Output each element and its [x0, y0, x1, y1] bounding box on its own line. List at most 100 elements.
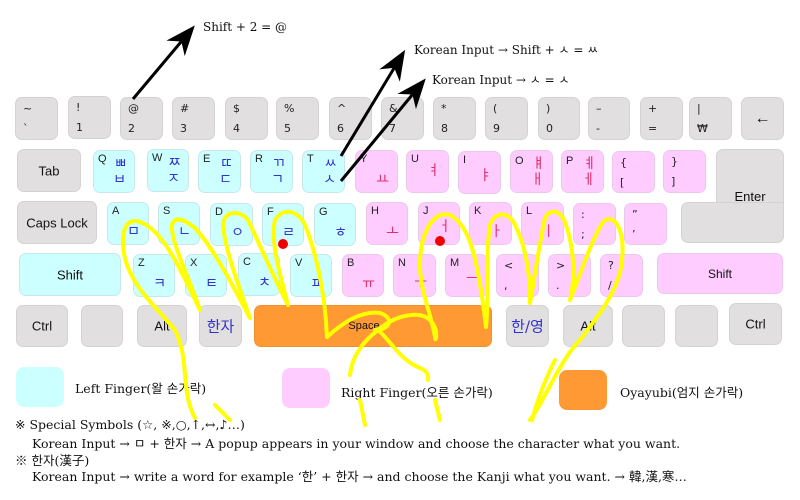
key-left-bracket[interactable]: {[	[612, 151, 655, 193]
key-blank-right-2[interactable]	[675, 305, 718, 347]
key-char: ;	[581, 228, 585, 241]
key-hangul: ㄷ	[219, 172, 232, 188]
key-char: [	[620, 176, 625, 189]
key-caps-lock[interactable]: Caps Lock	[17, 201, 97, 244]
key-9[interactable]: (9	[485, 97, 528, 140]
key-han-yeong[interactable]: 한/영	[506, 305, 549, 347]
key-ctrl-left[interactable]: Ctrl	[16, 305, 68, 347]
key-8[interactable]: *8	[433, 97, 476, 140]
footer-special-symbols: ※ Special Symbols (☆, ※,○,↑,↔,♪…)	[15, 417, 245, 432]
key-shift-char: ^	[337, 102, 347, 115]
key-char: ’	[632, 228, 636, 241]
key-7[interactable]: &7	[381, 97, 424, 140]
key-minus[interactable]: –-	[588, 97, 630, 140]
key-hangul: ㅛ	[376, 172, 389, 188]
key-alt-left[interactable]: Alt	[137, 305, 187, 347]
key-space[interactable]: Space	[254, 305, 492, 347]
legend-right-label: Right Finger(오른 손가락)	[341, 385, 493, 400]
key-2[interactable]: @2	[120, 97, 163, 140]
key-shift-char: &	[389, 102, 398, 115]
key-slash[interactable]: ?/	[600, 254, 643, 297]
key-shift-right[interactable]: Shift	[657, 253, 783, 294]
key-latin: P	[566, 155, 574, 167]
key-char: -	[596, 122, 600, 135]
key-4[interactable]: $4	[225, 97, 268, 140]
key-quote[interactable]: ”’	[624, 203, 667, 245]
key-hangul-shift: ㄸ	[220, 156, 233, 172]
key-hangul: ㅋ	[153, 276, 166, 292]
key-hangul: ㅏ	[490, 224, 503, 240]
key-tab[interactable]: Tab	[17, 149, 81, 192]
key-comma[interactable]: <,	[496, 254, 539, 297]
annotation-shift-2: Shift + 2 = @	[203, 20, 288, 34]
key-backtick[interactable]: ~`	[15, 97, 58, 140]
key-hangul: ㅗ	[386, 224, 399, 240]
key-right-bracket[interactable]: }]	[663, 150, 706, 193]
key-shift-char: $	[233, 102, 240, 115]
key-alt-right[interactable]: Alt	[563, 305, 613, 347]
key-1[interactable]: !1	[68, 96, 111, 139]
key-hangul: ㅡ	[466, 271, 479, 287]
legend-left-label: Left Finger(왈 손가락)	[75, 381, 207, 396]
key-equals[interactable]: +=	[640, 97, 683, 140]
key-latin: D	[215, 206, 223, 218]
key-won[interactable]: |₩	[689, 97, 732, 140]
key-latin: X	[190, 257, 198, 269]
key-shift-left[interactable]: Shift	[19, 253, 121, 296]
key-backspace[interactable]: ←	[741, 97, 784, 140]
key-hangul: ㅠ	[362, 276, 375, 292]
key-latin: M	[450, 257, 460, 269]
key-hanja[interactable]: 한자	[199, 305, 242, 347]
key-shift-char: <	[504, 259, 514, 272]
key-blank-left[interactable]	[81, 305, 123, 347]
key-shift-char: }	[671, 155, 678, 168]
key-char: ₩	[697, 122, 708, 135]
key-label: Ctrl	[745, 316, 766, 332]
key-ctrl-right[interactable]: Ctrl	[729, 303, 782, 345]
key-shift-char: >	[556, 259, 566, 272]
key-hangul: ㅜ	[414, 276, 427, 292]
key-hangul: ㄱ	[271, 172, 284, 188]
key-label: Shift	[707, 266, 732, 281]
footer-hanja-title: ※ 한자(漢子)	[15, 453, 90, 468]
key-semicolon[interactable]: :;	[573, 203, 616, 245]
key-period[interactable]: >.	[548, 254, 591, 297]
key-0[interactable]: )0	[538, 97, 580, 140]
key-label: Alt	[154, 318, 170, 334]
key-hangul: ㄴ	[178, 224, 191, 240]
key-6[interactable]: ^6	[329, 97, 372, 140]
key-label: Shift	[56, 267, 83, 282]
key-blank-right-1[interactable]	[622, 305, 665, 347]
key-latin: Z	[138, 257, 145, 269]
key-hangul: ㅅ	[323, 172, 336, 188]
key-5[interactable]: %5	[276, 97, 319, 140]
key-shift-char: %	[284, 102, 295, 115]
key-hangul: ㅓ	[438, 219, 451, 235]
key-latin: U	[411, 153, 419, 165]
key-3[interactable]: #3	[172, 97, 215, 140]
